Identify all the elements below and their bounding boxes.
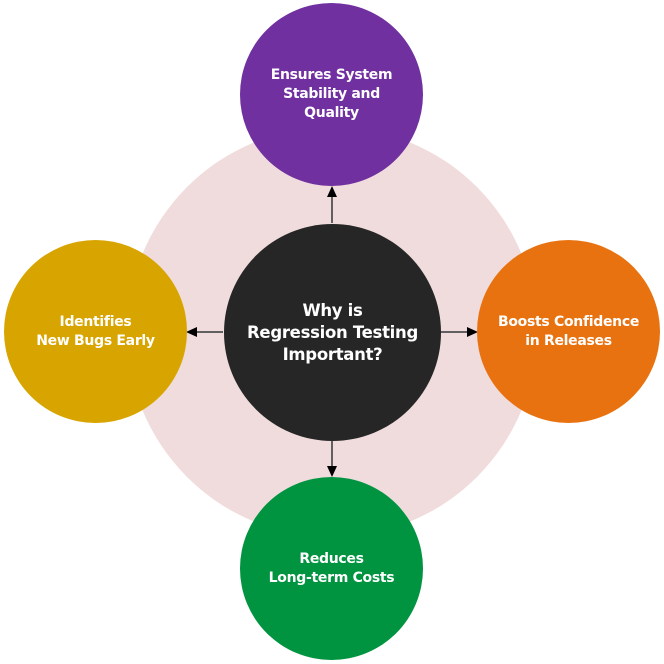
node-boosts-confidence-label: Boosts Confidence in Releases xyxy=(497,313,640,349)
connector-top xyxy=(327,186,337,223)
connector-right xyxy=(441,327,478,337)
connector-bottom xyxy=(327,441,337,477)
node-system-stability-label: Ensures System Stability and Quality xyxy=(270,67,393,121)
center-node: Why is Regression Testing Important? xyxy=(224,224,441,441)
center-node-label: Why is Regression Testing Important? xyxy=(247,300,418,364)
node-boosts-confidence: Boosts Confidence in Releases xyxy=(477,240,660,423)
node-identifies-bugs: Identifies New Bugs Early xyxy=(4,240,187,423)
node-system-stability: Ensures System Stability and Quality xyxy=(240,3,423,186)
node-reduces-costs-label: Reduces Long-term Costs xyxy=(268,550,395,586)
connector-left xyxy=(186,327,223,337)
node-reduces-costs: Reduces Long-term Costs xyxy=(240,477,423,660)
node-identifies-bugs-label: Identifies New Bugs Early xyxy=(36,313,155,349)
